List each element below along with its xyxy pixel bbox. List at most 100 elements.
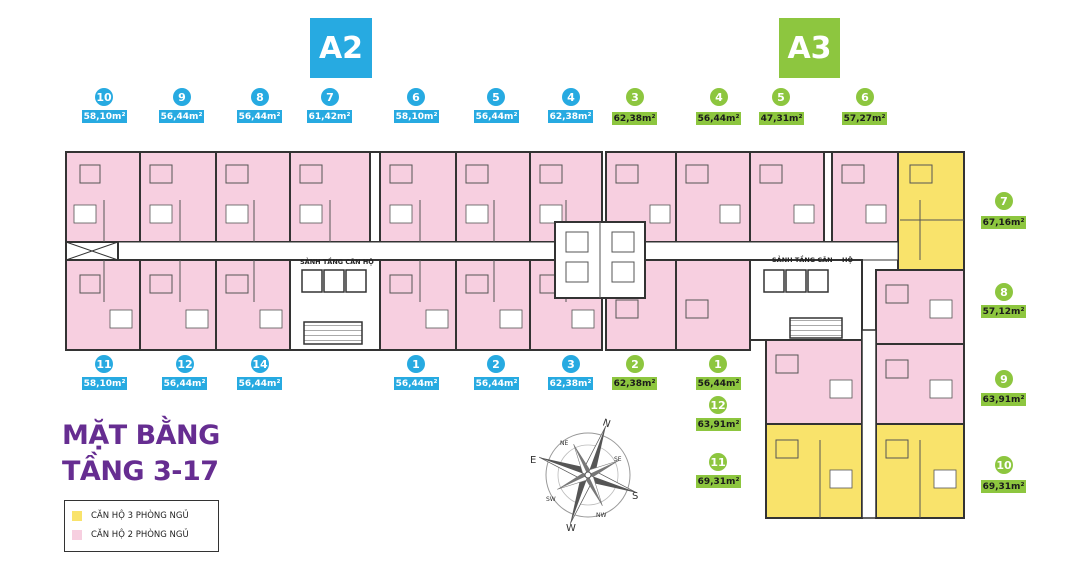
legend-swatch-three-bed <box>72 511 82 521</box>
a3-top-unit-area: 62,38m² <box>612 112 657 125</box>
a3-unit-4 <box>675 151 751 243</box>
a2-unit-1 <box>379 259 457 351</box>
legend-label-two-bed: CĂN HỘ 2 PHÒNG NGỦ <box>91 530 189 540</box>
a3-bottom-unit-number: 2 <box>626 355 644 373</box>
a2-top-unit-number: 10 <box>95 88 113 106</box>
a2-top-unit-area: 56,44m² <box>474 110 519 123</box>
a3-right-unit-area: 67,16m² <box>981 216 1026 229</box>
a3-bottom-unit-number: 1 <box>709 355 727 373</box>
a2-top-unit-area: 58,10m² <box>394 110 439 123</box>
a2-bottom-unit-number: 3 <box>562 355 580 373</box>
a2-unit-9 <box>139 151 217 243</box>
a3-elevator-3 <box>807 269 829 293</box>
a2-unit-12 <box>139 259 217 351</box>
a2-bottom-unit-number: 14 <box>251 355 269 373</box>
a3-bottom-unit-area: 56,44m² <box>696 377 741 390</box>
tower-a3-label: A3 <box>779 18 840 78</box>
a2-unit-11 <box>65 259 141 351</box>
tower-a2-plan <box>65 151 603 351</box>
a2-unit-6 <box>379 151 457 243</box>
a2-elevator-1 <box>301 269 323 293</box>
a2-bottom-unit-area: 56,44m² <box>394 377 439 390</box>
a3-unit-1 <box>675 259 751 351</box>
a3-top-unit-number: 5 <box>772 88 790 106</box>
compass-sw: SW <box>546 496 556 503</box>
a3-bottom-unit-number: 11 <box>709 453 727 471</box>
a3-corridor <box>605 241 899 261</box>
compass-n: N <box>601 417 612 430</box>
compass-e: E <box>530 455 536 466</box>
compass-w: W <box>566 523 576 534</box>
a2-unit-2 <box>455 259 531 351</box>
a3-right-unit-area: 63,91m² <box>981 393 1026 406</box>
a3-bottom-unit-area: 62,38m² <box>612 377 657 390</box>
a3-unit-7 <box>897 151 965 271</box>
a2-top-unit-number: 6 <box>407 88 425 106</box>
a2-elevator-3 <box>345 269 367 293</box>
a2-bottom-unit-area: 56,44m² <box>474 377 519 390</box>
legend-row-two-bed: CĂN HỘ 2 PHÒNG NGỦ <box>72 527 189 543</box>
a3-stairs <box>789 317 843 339</box>
plan-title-line1: MẶT BẰNG <box>62 420 220 451</box>
tower-a2-label: A2 <box>310 18 372 78</box>
compass-rose: N NE E SE S SW W NW <box>530 417 638 534</box>
a2-unit-14 <box>215 259 291 351</box>
a3-unit-5 <box>749 151 825 243</box>
legend-swatch-two-bed <box>72 530 82 540</box>
a2-bottom-unit-number: 2 <box>487 355 505 373</box>
a2-bottom-unit-area: 56,44m² <box>162 377 207 390</box>
a3-right-unit-number: 10 <box>995 456 1013 474</box>
a3-right-unit-number: 8 <box>995 283 1013 301</box>
compass-s: S <box>632 491 638 502</box>
a3-south-corridor <box>861 329 877 519</box>
a3-right-unit-area: 57,12m² <box>981 305 1026 318</box>
compass-ne: NE <box>560 440 568 447</box>
a3-elevator-2 <box>785 269 807 293</box>
compass-nw: NW <box>596 512 606 519</box>
a2-bottom-unit-number: 12 <box>176 355 194 373</box>
legend-row-three-bed: CĂN HỘ 3 PHÒNG NGỦ <box>72 508 189 524</box>
a3-elevator-1 <box>763 269 785 293</box>
a2-bottom-unit-number: 1 <box>407 355 425 373</box>
a3-top-unit-area: 57,27m² <box>842 112 887 125</box>
a3-shaft-top <box>823 151 833 243</box>
a3-bottom-unit-area: 63,91m² <box>696 418 741 431</box>
a3-bottom-unit-number: 12 <box>709 396 727 414</box>
a3-bottom-unit-area: 69,31m² <box>696 475 741 488</box>
a2-bottom-unit-number: 11 <box>95 355 113 373</box>
a2-top-unit-area: 62,38m² <box>548 110 593 123</box>
a3-top-unit-area: 56,44m² <box>696 112 741 125</box>
a2-top-unit-area: 56,44m² <box>159 110 204 123</box>
legend: CĂN HỘ 3 PHÒNG NGỦ CĂN HỘ 2 PHÒNG NGỦ <box>64 500 219 552</box>
a3-top-unit-number: 6 <box>856 88 874 106</box>
a3-lobby-label-line1: SẢNH TẦNG CĂN <box>772 254 833 264</box>
a2-elevator-2 <box>323 269 345 293</box>
a3-right-unit-number: 7 <box>995 192 1013 210</box>
legend-label-three-bed: CĂN HỘ 3 PHÒNG NGỦ <box>91 511 189 521</box>
a2-top-unit-number: 5 <box>487 88 505 106</box>
tower-a3-plan <box>554 151 965 519</box>
a2-top-unit-number: 4 <box>562 88 580 106</box>
a2-top-unit-number: 8 <box>251 88 269 106</box>
a2-top-unit-area: 61,42m² <box>307 110 352 123</box>
a2-top-unit-number: 9 <box>173 88 191 106</box>
a3-top-unit-area: 47,31m² <box>759 112 804 125</box>
compass-se: SE <box>614 456 622 463</box>
a2-top-unit-area: 56,44m² <box>237 110 282 123</box>
plan-title-line2: TẦNG 3-17 <box>62 456 219 487</box>
a3-right-unit-area: 69,31m² <box>981 480 1026 493</box>
a2-shaft-top <box>369 151 381 243</box>
a2-bottom-unit-area: 58,10m² <box>82 377 127 390</box>
a2-bottom-unit-area: 56,44m² <box>237 377 282 390</box>
a3-top-unit-number: 4 <box>710 88 728 106</box>
a3-right-unit-number: 9 <box>995 370 1013 388</box>
a2-bottom-unit-area: 62,38m² <box>548 377 593 390</box>
a2-top-unit-area: 58,10m² <box>82 110 127 123</box>
a3-lobby-label-line2: HỘ <box>842 255 853 264</box>
a3-top-unit-number: 3 <box>626 88 644 106</box>
a2-unit-10 <box>65 151 141 243</box>
a2-stairs <box>303 321 363 345</box>
a2-lobby-label: SẢNH TẦNG CĂN HỘ <box>300 256 374 266</box>
a2-top-unit-number: 7 <box>321 88 339 106</box>
